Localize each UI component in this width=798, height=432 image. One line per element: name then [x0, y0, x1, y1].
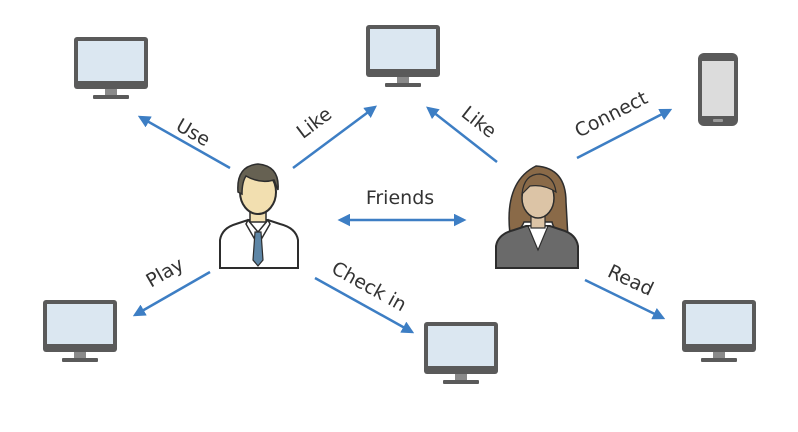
like-man-arrow [292, 105, 378, 170]
play-label: Play [142, 253, 187, 292]
like-woman-arrow [426, 106, 498, 163]
monitor-bottom-center-icon [424, 322, 498, 384]
friends-label: Friends [366, 187, 434, 209]
use-arrow [137, 115, 231, 170]
monitor-top-left-icon [74, 37, 148, 99]
businessman-icon [219, 163, 299, 269]
monitor-bottom-left-icon [43, 300, 117, 362]
monitor-top-center-icon [366, 25, 440, 87]
monitor-bottom-right-icon [682, 300, 756, 362]
check-in-arrow [314, 276, 415, 334]
like-man-label: Like [293, 103, 337, 143]
read-arrow [584, 278, 666, 320]
smartphone-icon [698, 53, 738, 126]
businesswoman-icon [495, 165, 579, 269]
connect-arrow [576, 108, 673, 160]
connect-label: Connect [571, 87, 651, 142]
play-arrow [132, 270, 211, 317]
